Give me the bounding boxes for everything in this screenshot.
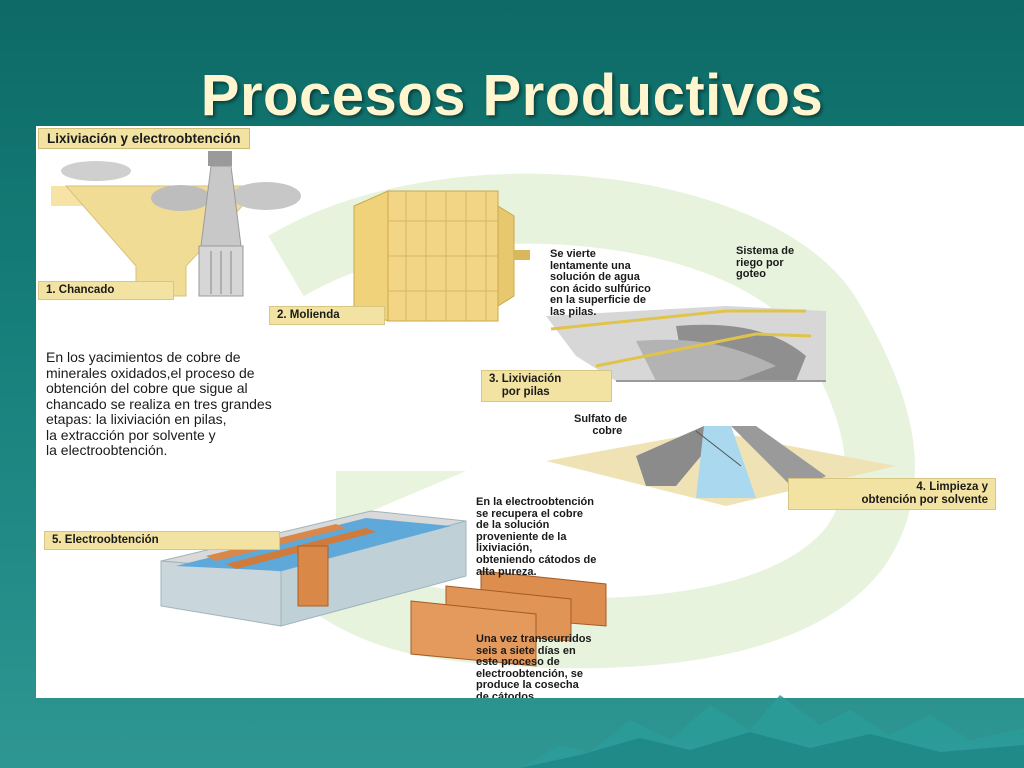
mill-illustration: [353, 190, 530, 322]
stage-label-lixiviacion: 3. Lixiviación por pilas: [481, 370, 612, 402]
diagram-illustration: [51, 151, 915, 669]
note-solution: Se vierte lentamente una solución de agu…: [550, 248, 651, 318]
solvent-extraction-illustration: [546, 426, 896, 506]
note-electrowinning: En la electroobtención se recupera el co…: [476, 496, 597, 578]
note-copper-sulfate: Sulfato de cobre: [574, 413, 628, 437]
stage-label-electroobtencion: 5. Electroobtención: [44, 531, 280, 550]
figure-header: Lixiviación y electroobtención: [38, 128, 250, 149]
note-cathode-harvest: Una vez transcurridos seis a siete días …: [476, 633, 592, 698]
stage-label-molienda: 2. Molienda: [269, 306, 385, 325]
intro-paragraph: En los yacimientos de cobre de minerales…: [46, 349, 272, 458]
crusher-illustration: [51, 151, 301, 297]
decorative-mountains: [520, 695, 1024, 768]
electrowinning-cell-illustration: [160, 510, 467, 627]
slide-title: Procesos Productivos: [200, 63, 824, 128]
heap-leach-illustration: [546, 306, 826, 382]
stage-label-chancado: 1. Chancado: [38, 281, 174, 300]
stage-label-limpieza: 4. Limpieza y obtención por solvente: [788, 478, 996, 510]
copper-cathodes-illustration: [410, 570, 607, 667]
process-diagram: Lixiviación y electroobtención 1. Chanca…: [36, 126, 1024, 698]
note-drip-irrigation: Sistema de riego por goteo: [736, 245, 795, 281]
